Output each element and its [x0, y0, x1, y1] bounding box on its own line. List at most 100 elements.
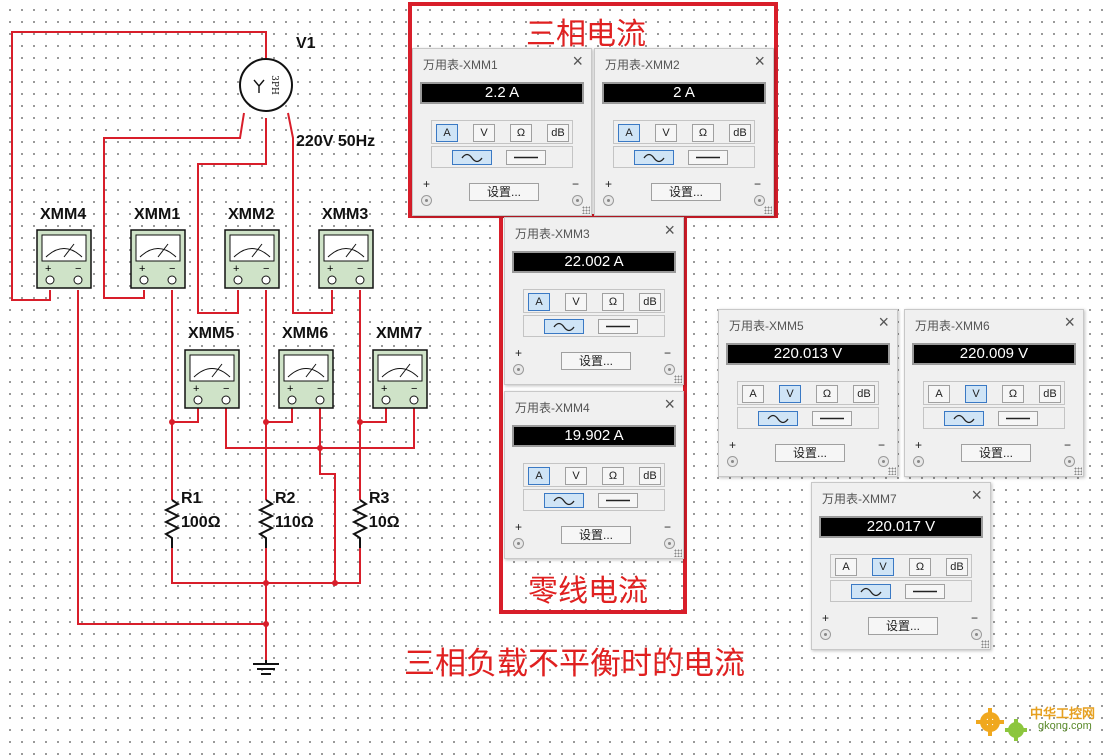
plus-terminal-label: + — [515, 346, 523, 360]
ac-button[interactable] — [851, 584, 891, 599]
plus-terminal-label: + — [605, 177, 613, 191]
mode-button-volt[interactable]: V — [565, 293, 587, 311]
settings-button[interactable]: 设置... — [651, 183, 721, 201]
meter-reading: 2 A — [602, 82, 766, 104]
dc-button[interactable] — [812, 411, 852, 426]
mode-button-ohm[interactable]: Ω — [602, 293, 624, 311]
plus-terminal[interactable] — [727, 456, 738, 467]
minus-terminal[interactable] — [664, 364, 675, 375]
plus-terminal[interactable] — [513, 364, 524, 375]
mode-button-ohm[interactable]: Ω — [692, 124, 714, 142]
close-icon[interactable]: × — [1064, 312, 1075, 332]
mode-button-db[interactable]: dB — [853, 385, 875, 403]
mode-button-volt[interactable]: V — [779, 385, 801, 403]
plus-terminal[interactable] — [603, 195, 614, 206]
mode-button-ohm[interactable]: Ω — [602, 467, 624, 485]
resize-grip-icon[interactable] — [582, 206, 590, 214]
close-icon[interactable]: × — [664, 394, 675, 414]
meter-title: 万用表-XMM6 — [915, 319, 990, 333]
settings-button[interactable]: 设置... — [961, 444, 1031, 462]
watermark-gears-icon — [976, 708, 1027, 741]
mode-button-ampere[interactable]: A — [436, 124, 458, 142]
mode-button-ampere[interactable]: A — [928, 385, 950, 403]
mode-button-db[interactable]: dB — [946, 558, 968, 576]
ac-button[interactable] — [758, 411, 798, 426]
meter-symbol-xmm2[interactable]: +− — [224, 229, 280, 289]
dc-button[interactable] — [998, 411, 1038, 426]
minus-terminal[interactable] — [971, 629, 982, 640]
plus-terminal[interactable] — [820, 629, 831, 640]
settings-button[interactable]: 设置... — [561, 526, 631, 544]
meter-symbol-xmm3[interactable]: +− — [318, 229, 374, 289]
signal-type-group — [523, 315, 665, 337]
ac-button[interactable] — [634, 150, 674, 165]
settings-button[interactable]: 设置... — [775, 444, 845, 462]
minus-terminal[interactable] — [1064, 456, 1075, 467]
svg-text:+: + — [139, 263, 145, 275]
dc-button[interactable] — [598, 319, 638, 334]
mode-button-ohm[interactable]: Ω — [909, 558, 931, 576]
settings-button[interactable]: 设置... — [868, 617, 938, 635]
meter-symbol-xmm4[interactable]: +− — [36, 229, 92, 289]
plus-terminal[interactable] — [421, 195, 432, 206]
close-icon[interactable]: × — [754, 51, 765, 71]
resize-grip-icon[interactable] — [981, 640, 989, 648]
plus-terminal-label: + — [423, 177, 431, 191]
resize-grip-icon[interactable] — [674, 375, 682, 383]
voltage-source-v1[interactable]: 3PH — [239, 58, 293, 112]
mode-button-db[interactable]: dB — [639, 467, 661, 485]
plus-terminal[interactable] — [913, 456, 924, 467]
close-icon[interactable]: × — [878, 312, 889, 332]
meter-reading: 22.002 A — [512, 251, 676, 273]
minus-terminal[interactable] — [572, 195, 583, 206]
sine-wave-icon — [553, 322, 575, 332]
resize-grip-icon[interactable] — [1074, 467, 1082, 475]
mode-button-db[interactable]: dB — [639, 293, 661, 311]
meter-symbol-xmm5[interactable]: +− — [184, 349, 240, 409]
resize-grip-icon[interactable] — [764, 206, 772, 214]
mode-button-volt[interactable]: V — [565, 467, 587, 485]
dc-button[interactable] — [905, 584, 945, 599]
ac-button[interactable] — [452, 150, 492, 165]
settings-button[interactable]: 设置... — [561, 352, 631, 370]
minus-terminal[interactable] — [878, 456, 889, 467]
mode-button-ampere[interactable]: A — [528, 467, 550, 485]
settings-button[interactable]: 设置... — [469, 183, 539, 201]
mode-button-volt[interactable]: V — [965, 385, 987, 403]
meter-title: 万用表-XMM7 — [822, 492, 897, 506]
close-icon[interactable]: × — [572, 51, 583, 71]
mode-button-volt[interactable]: V — [872, 558, 894, 576]
dc-button[interactable] — [688, 150, 728, 165]
resistor-r3-name: R3 — [369, 490, 390, 507]
resize-grip-icon[interactable] — [674, 549, 682, 557]
close-icon[interactable]: × — [971, 485, 982, 505]
meter-symbol-xmm7[interactable]: +− — [372, 349, 428, 409]
watermark-text: 中华工控网 — [1030, 706, 1096, 721]
ac-button[interactable] — [944, 411, 984, 426]
svg-text:+: + — [45, 263, 51, 275]
minus-terminal-label: − — [877, 438, 885, 452]
mode-button-ampere[interactable]: A — [742, 385, 764, 403]
meter-symbol-xmm1[interactable]: +− — [130, 229, 186, 289]
mode-button-ohm[interactable]: Ω — [816, 385, 838, 403]
mode-button-db[interactable]: dB — [1039, 385, 1061, 403]
close-icon[interactable]: × — [664, 220, 675, 240]
dc-button[interactable] — [598, 493, 638, 508]
dc-button[interactable] — [506, 150, 546, 165]
mode-button-volt[interactable]: V — [655, 124, 677, 142]
mode-button-db[interactable]: dB — [729, 124, 751, 142]
mode-button-db[interactable]: dB — [547, 124, 569, 142]
mode-button-ohm[interactable]: Ω — [1002, 385, 1024, 403]
mode-button-ampere[interactable]: A — [835, 558, 857, 576]
ac-button[interactable] — [544, 493, 584, 508]
mode-button-ampere[interactable]: A — [618, 124, 640, 142]
mode-button-volt[interactable]: V — [473, 124, 495, 142]
resize-grip-icon[interactable] — [888, 467, 896, 475]
meter-symbol-xmm6[interactable]: +− — [278, 349, 334, 409]
plus-terminal[interactable] — [513, 538, 524, 549]
mode-button-ohm[interactable]: Ω — [510, 124, 532, 142]
ac-button[interactable] — [544, 319, 584, 334]
mode-button-ampere[interactable]: A — [528, 293, 550, 311]
minus-terminal[interactable] — [664, 538, 675, 549]
minus-terminal[interactable] — [754, 195, 765, 206]
